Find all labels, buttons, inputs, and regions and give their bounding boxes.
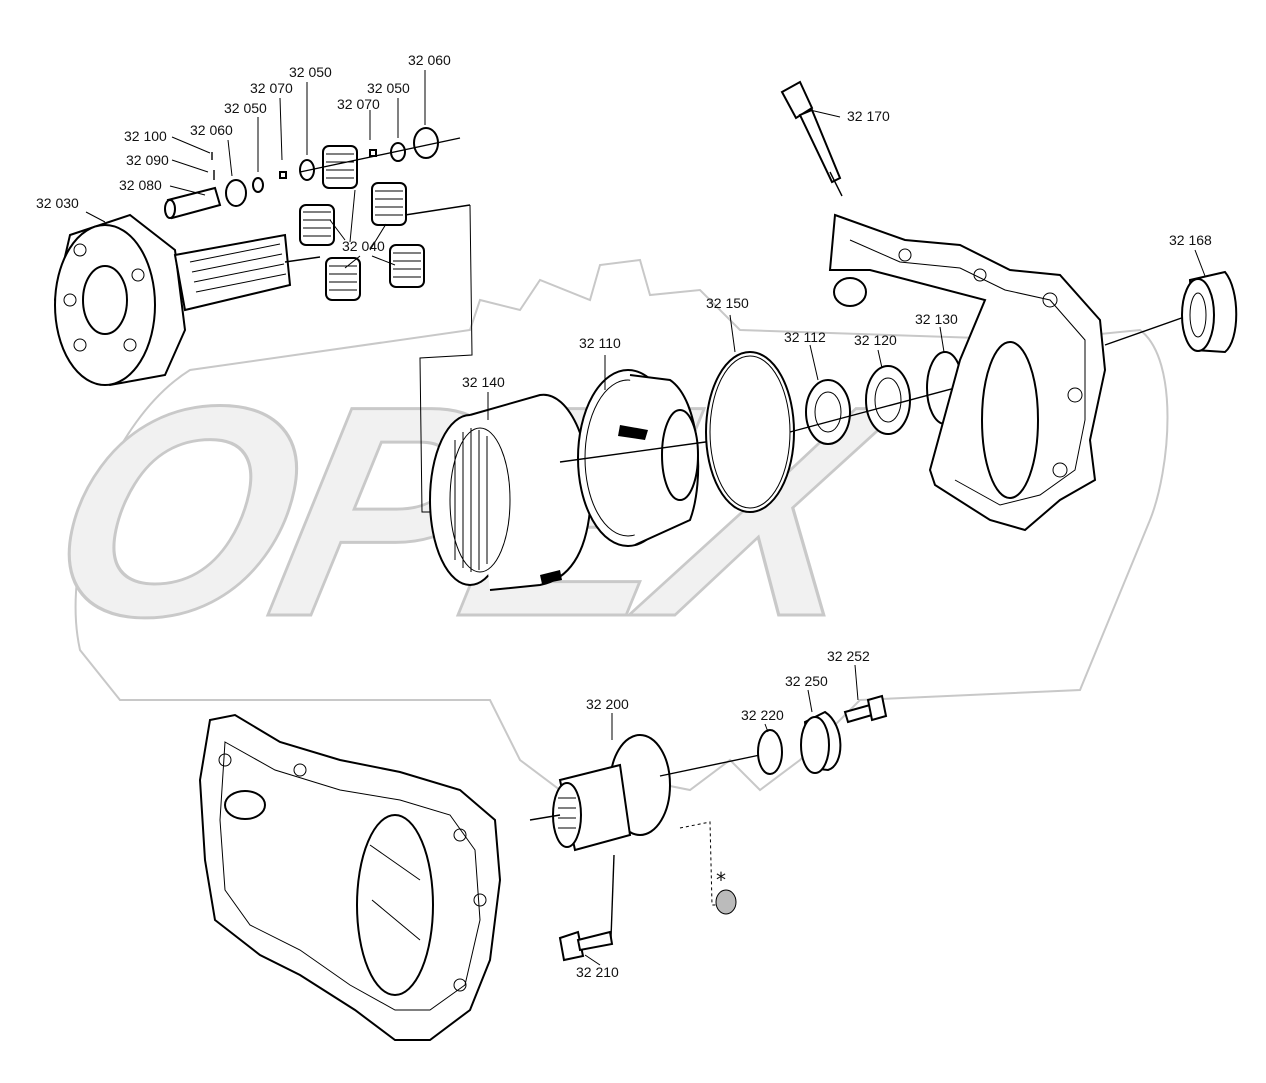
label-32-250: 32 250	[785, 673, 828, 689]
label-32-112: 32 112	[784, 329, 826, 345]
sensor-pin	[780, 80, 843, 197]
leader-lines	[85, 70, 1206, 966]
label-32-100: 32 100	[124, 128, 167, 144]
label-32-060-b: 32 060	[408, 52, 451, 68]
sun-gear-hub	[559, 369, 721, 547]
label-32-090: 32 090	[126, 152, 169, 168]
label-32-040: 32 040	[342, 238, 385, 254]
label-32-050-b: 32 050	[289, 64, 332, 80]
label-32-130: 32 130	[915, 311, 958, 327]
label-32-150: 32 150	[706, 295, 749, 311]
label-32-120: 32 120	[854, 332, 897, 348]
label-32-210: 32 210	[576, 964, 619, 980]
upper-housing	[828, 213, 1191, 532]
label-32-170: 32 170	[847, 108, 890, 124]
label-32-080: 32 080	[119, 177, 162, 193]
label-32-140: 32 140	[462, 374, 505, 390]
label-32-060-a: 32 060	[190, 122, 233, 138]
seal-cap	[1181, 270, 1238, 354]
planet-carrier-shaft	[53, 213, 321, 387]
label-32-252: 32 252	[827, 648, 870, 664]
planet-pin-set	[164, 127, 461, 220]
asterisk-marker: *	[716, 868, 726, 892]
part-labels: 32 030 32 100 32 090 32 080 32 060 32 05…	[36, 52, 1212, 980]
lower-housing	[198, 713, 502, 1041]
label-32-110: 32 110	[579, 335, 621, 351]
planet-gears	[299, 145, 471, 301]
output-flange	[529, 734, 761, 906]
flange-bolt	[558, 854, 615, 962]
seal-and-cover	[757, 694, 888, 775]
label-32-050-a: 32 050	[224, 100, 267, 116]
snap-ring-large	[705, 351, 795, 513]
label-32-220: 32 220	[741, 707, 784, 723]
sealant-marker	[715, 889, 737, 915]
label-32-070-b: 32 070	[337, 96, 380, 112]
label-32-070-a: 32 070	[250, 80, 293, 96]
label-32-030: 32 030	[36, 195, 79, 211]
label-32-050-c: 32 050	[367, 80, 410, 96]
label-32-168: 32 168	[1169, 232, 1212, 248]
label-32-200: 32 200	[586, 696, 629, 712]
ring-gear	[429, 393, 592, 591]
